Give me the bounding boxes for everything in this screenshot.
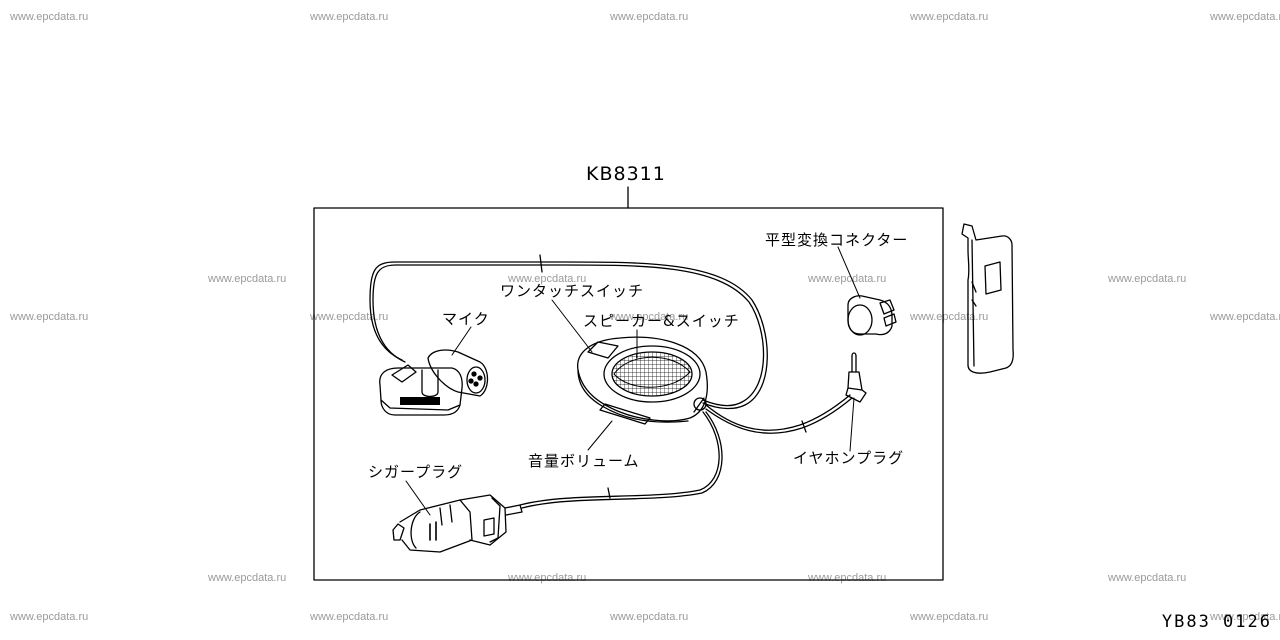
label-cigar-plug: シガープラグ [368, 463, 464, 481]
watermark: www.epcdata.ru [10, 611, 89, 623]
watermark: www.epcdata.ru [1108, 572, 1187, 584]
leader-lines [405, 246, 861, 516]
watermark: www.epcdata.ru [910, 11, 989, 23]
watermark: www.epcdata.ru [10, 11, 89, 23]
label-microphone: マイク [442, 310, 490, 328]
label-volume: 音量ボリューム [528, 452, 640, 470]
phone-illustration [961, 223, 1014, 374]
watermark: www.epcdata.ru [1108, 273, 1187, 285]
label-earphone-plug: イヤホンプラグ [793, 449, 905, 467]
watermark: www.epcdata.ru [208, 273, 287, 285]
earphone-plug [845, 352, 867, 403]
watermark: www.epcdata.ru [310, 311, 389, 323]
watermark: www.epcdata.ru [10, 311, 89, 323]
watermark: www.epcdata.ru [1210, 311, 1280, 323]
drawing-code: YB83 0126 [1161, 612, 1272, 632]
watermark: www.epcdata.ru [808, 273, 887, 285]
watermark: www.epcdata.ru [910, 311, 989, 323]
watermark: www.epcdata.ru [310, 611, 389, 623]
watermark: www.epcdata.ru [610, 11, 689, 23]
microphone [379, 349, 489, 416]
watermark: www.epcdata.ru [1210, 11, 1280, 23]
watermark: www.epcdata.ru [208, 572, 287, 584]
watermark: www.epcdata.ru [1210, 611, 1280, 623]
cigar-plug [392, 494, 523, 553]
watermark: www.epcdata.ru [610, 311, 689, 323]
watermark: www.epcdata.ru [310, 11, 389, 23]
label-speaker-switch: スピーカー&スイッチ [583, 312, 740, 330]
cables [369, 254, 853, 509]
watermark: www.epcdata.ru [910, 611, 989, 623]
watermark: www.epcdata.ru [610, 611, 689, 623]
flat-connector [847, 295, 897, 336]
watermark: www.epcdata.ru [508, 572, 587, 584]
speaker-unit [577, 336, 708, 425]
watermark: www.epcdata.ru [808, 572, 887, 584]
part-number-label: KB8311 [586, 163, 666, 185]
label-flat-connector: 平型変換コネクター [765, 231, 909, 249]
kit-frame [313, 207, 944, 581]
watermark: www.epcdata.ru [508, 273, 587, 285]
label-touch-switch: ワンタッチスイッチ [500, 282, 645, 300]
